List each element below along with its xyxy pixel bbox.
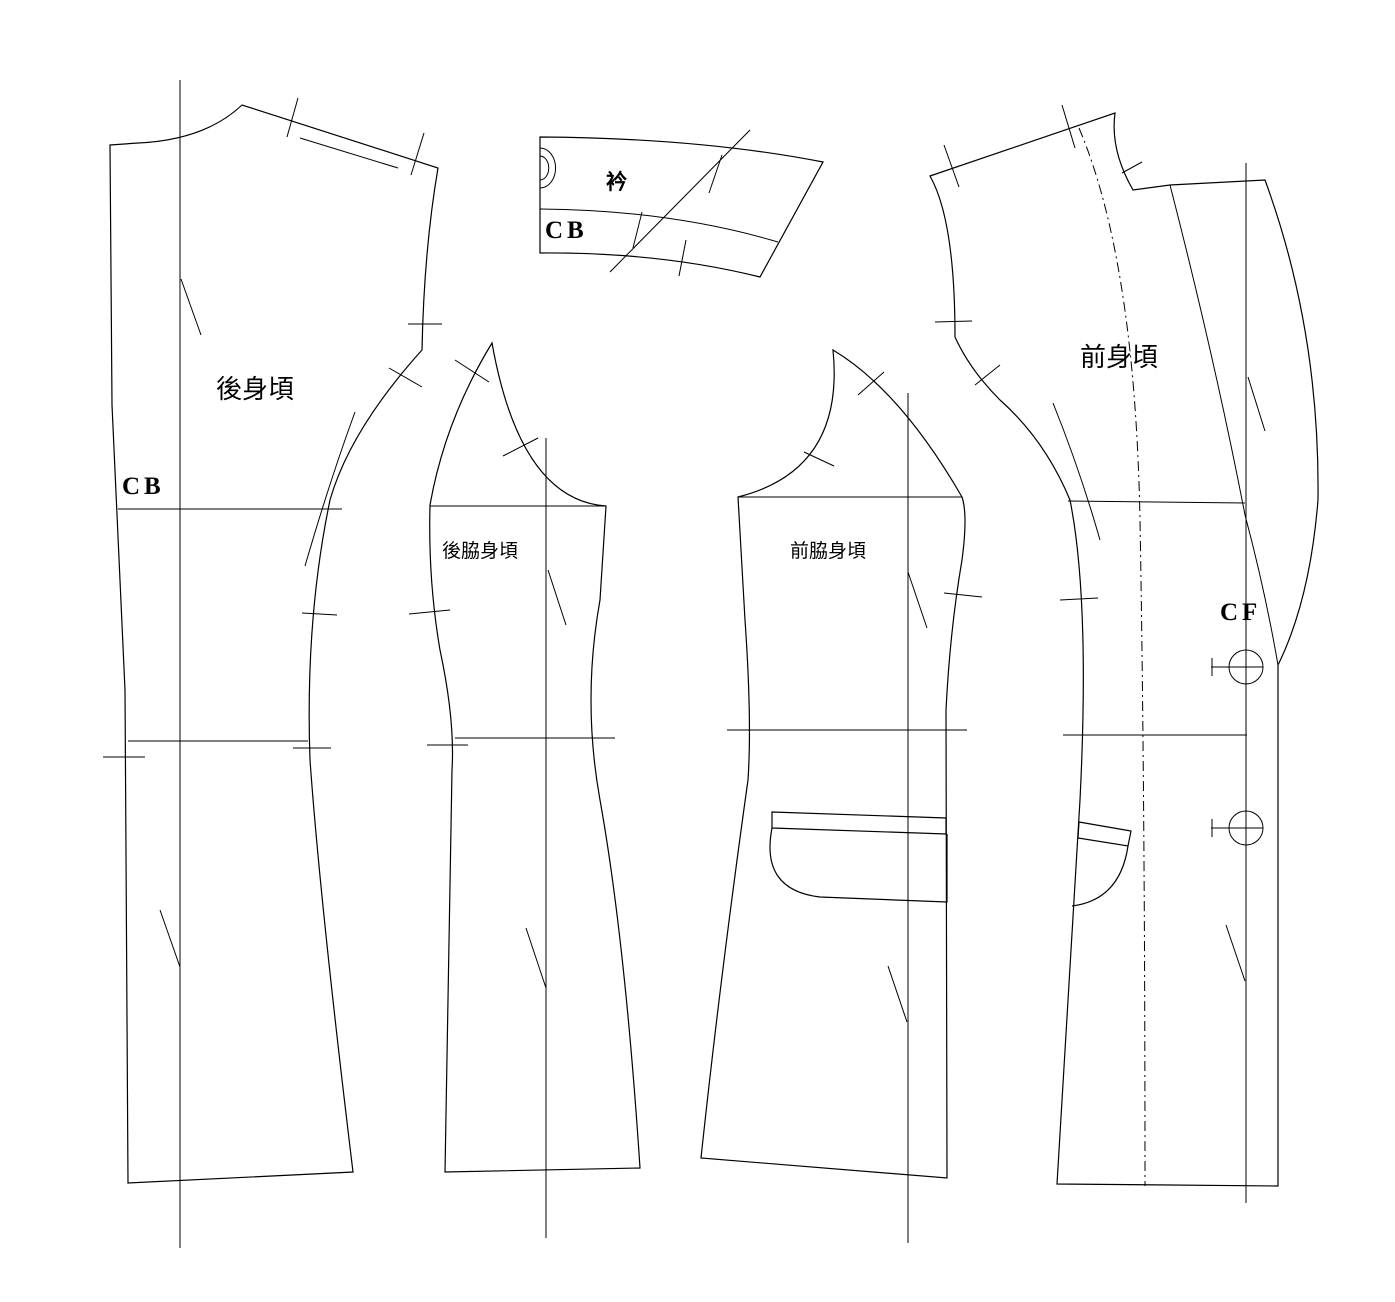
front-side-ease-upper [907,571,928,629]
back-side-notch-1 [301,612,338,616]
front-bodice-outline [929,112,1319,1187]
collar-notch-2 [632,211,643,249]
back-ease-mark-lower [159,909,181,968]
back-ease-mark-upper [180,278,202,336]
front-chest-line [1067,500,1246,504]
front-side-side-notch [943,592,983,598]
front-bodice-piece: 前身頃 CF [929,104,1319,1203]
front-side-armhole-notch-2 [803,451,835,467]
back-bodice-outline [109,104,439,1184]
button-mark-lower [1211,810,1264,846]
front-seam-guide [1052,402,1101,541]
collar-notch-circle-inner [539,155,550,181]
front-armhole-notch-1 [934,320,973,323]
back-side-bodice-label: 後脇身頃 [442,540,518,562]
front-ease-upper [1247,376,1266,432]
front-armhole-notch-2 [974,364,1001,386]
collar-notch-1 [708,154,723,194]
front-cf-label: CF [1220,599,1261,626]
back-side-bodice-piece: 後脇身頃 [408,341,641,1238]
back-shoulder-dart [299,137,399,169]
front-bodice-label: 前身頃 [1080,343,1158,373]
collar-cb-label: CB [545,217,588,244]
button-mark-upper [1211,649,1264,685]
collar-outline [539,136,824,278]
front-neck-notch [1121,161,1143,174]
front-side-pocket-bag [769,827,948,903]
front-lapel-line [1169,184,1279,666]
collar-piece: 衿 CB [539,129,824,278]
front-side-bodice-label: 前脇身頃 [790,540,866,562]
front-shoulder-notch-1 [943,144,960,188]
back-side-ease-lower [525,927,547,989]
back-shoulder-notch-2 [410,132,425,176]
front-dart-dashed-line [1078,127,1146,1187]
front-pocket-bag [1071,845,1129,907]
collar-grainline [609,129,751,273]
back-armhole-notch-2 [388,367,423,388]
back-side-ease-upper [547,569,567,626]
back-side-armhole-notch-2 [502,437,539,457]
collar-notch-circle-outer [539,147,556,189]
front-shoulder-notch-2 [1061,104,1076,149]
collar-fold-line [539,208,779,243]
back-side-bodice-outline [429,341,641,1173]
back-side-notch-1 [408,609,451,615]
front-side-bodice-outline [700,348,966,1179]
front-pocket-flap [1077,821,1132,847]
front-side-armhole-notch-1 [857,371,885,396]
back-seam-guide [304,411,356,567]
collar-label: 衿 [606,169,627,194]
back-shoulder-notch-1 [286,97,299,138]
back-side-armhole-notch-1 [454,359,490,383]
front-side-ease-lower [887,965,908,1023]
back-cb-label: CB [122,473,165,500]
front-side-notch [1059,597,1099,601]
collar-notch-3 [678,239,687,277]
front-side-bodice-piece: 前脇身頃 [700,348,983,1243]
front-ease-lower [1225,924,1246,982]
back-bodice-piece: 後身頃 CB [103,80,442,1248]
front-side-pocket-flap [771,811,947,835]
back-bodice-label: 後身頃 [216,375,294,405]
